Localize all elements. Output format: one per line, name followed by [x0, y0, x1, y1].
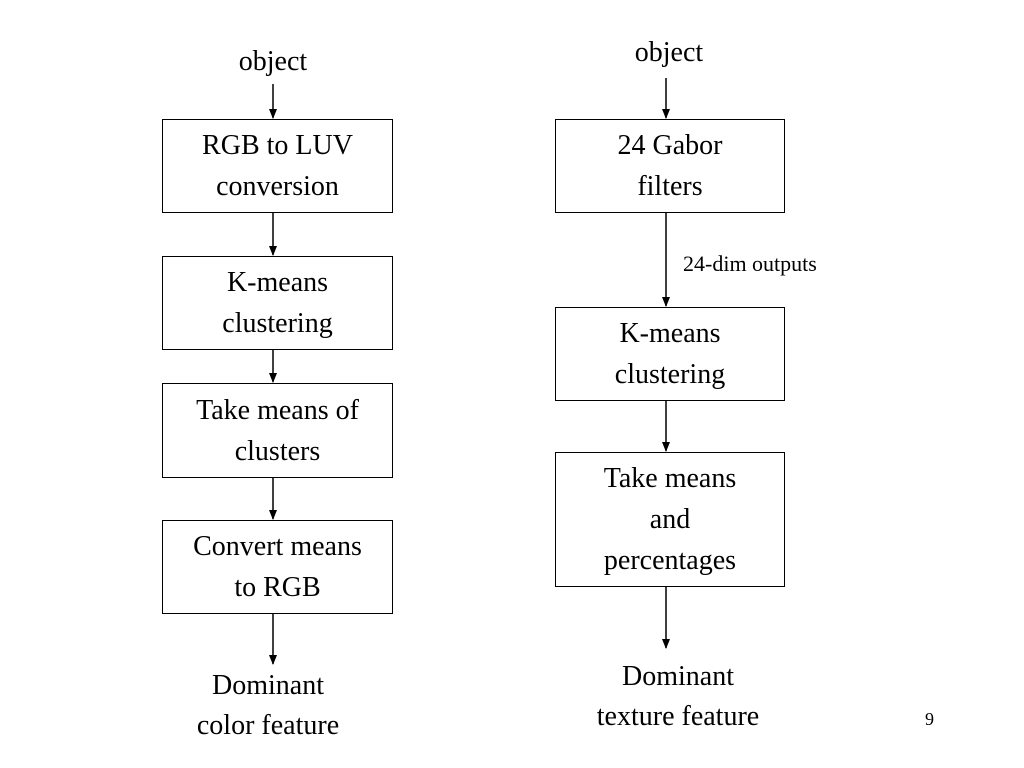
color-step-take-means: Take means of clusters: [162, 383, 393, 478]
page-number: 9: [925, 709, 934, 729]
texture-step-gabor: 24 Gabor filters: [555, 119, 785, 213]
texture-output-label: Dominant texture feature: [596, 661, 760, 732]
color-step-kmeans: K-means clustering: [162, 256, 393, 350]
color-step-rgb-to-luv: RGB to LUV conversion: [162, 119, 393, 213]
texture-input-label: object: [634, 37, 704, 68]
color-output-label: Dominant color feature: [196, 670, 340, 741]
color-step-convert-to-rgb: Convert means to RGB: [162, 520, 393, 614]
color-input-label: object: [238, 46, 308, 77]
texture-edge-label: 24-dim outputs: [683, 251, 817, 276]
texture-step-take-means: Take means and percentages: [555, 452, 785, 587]
texture-step-kmeans: K-means clustering: [555, 307, 785, 401]
